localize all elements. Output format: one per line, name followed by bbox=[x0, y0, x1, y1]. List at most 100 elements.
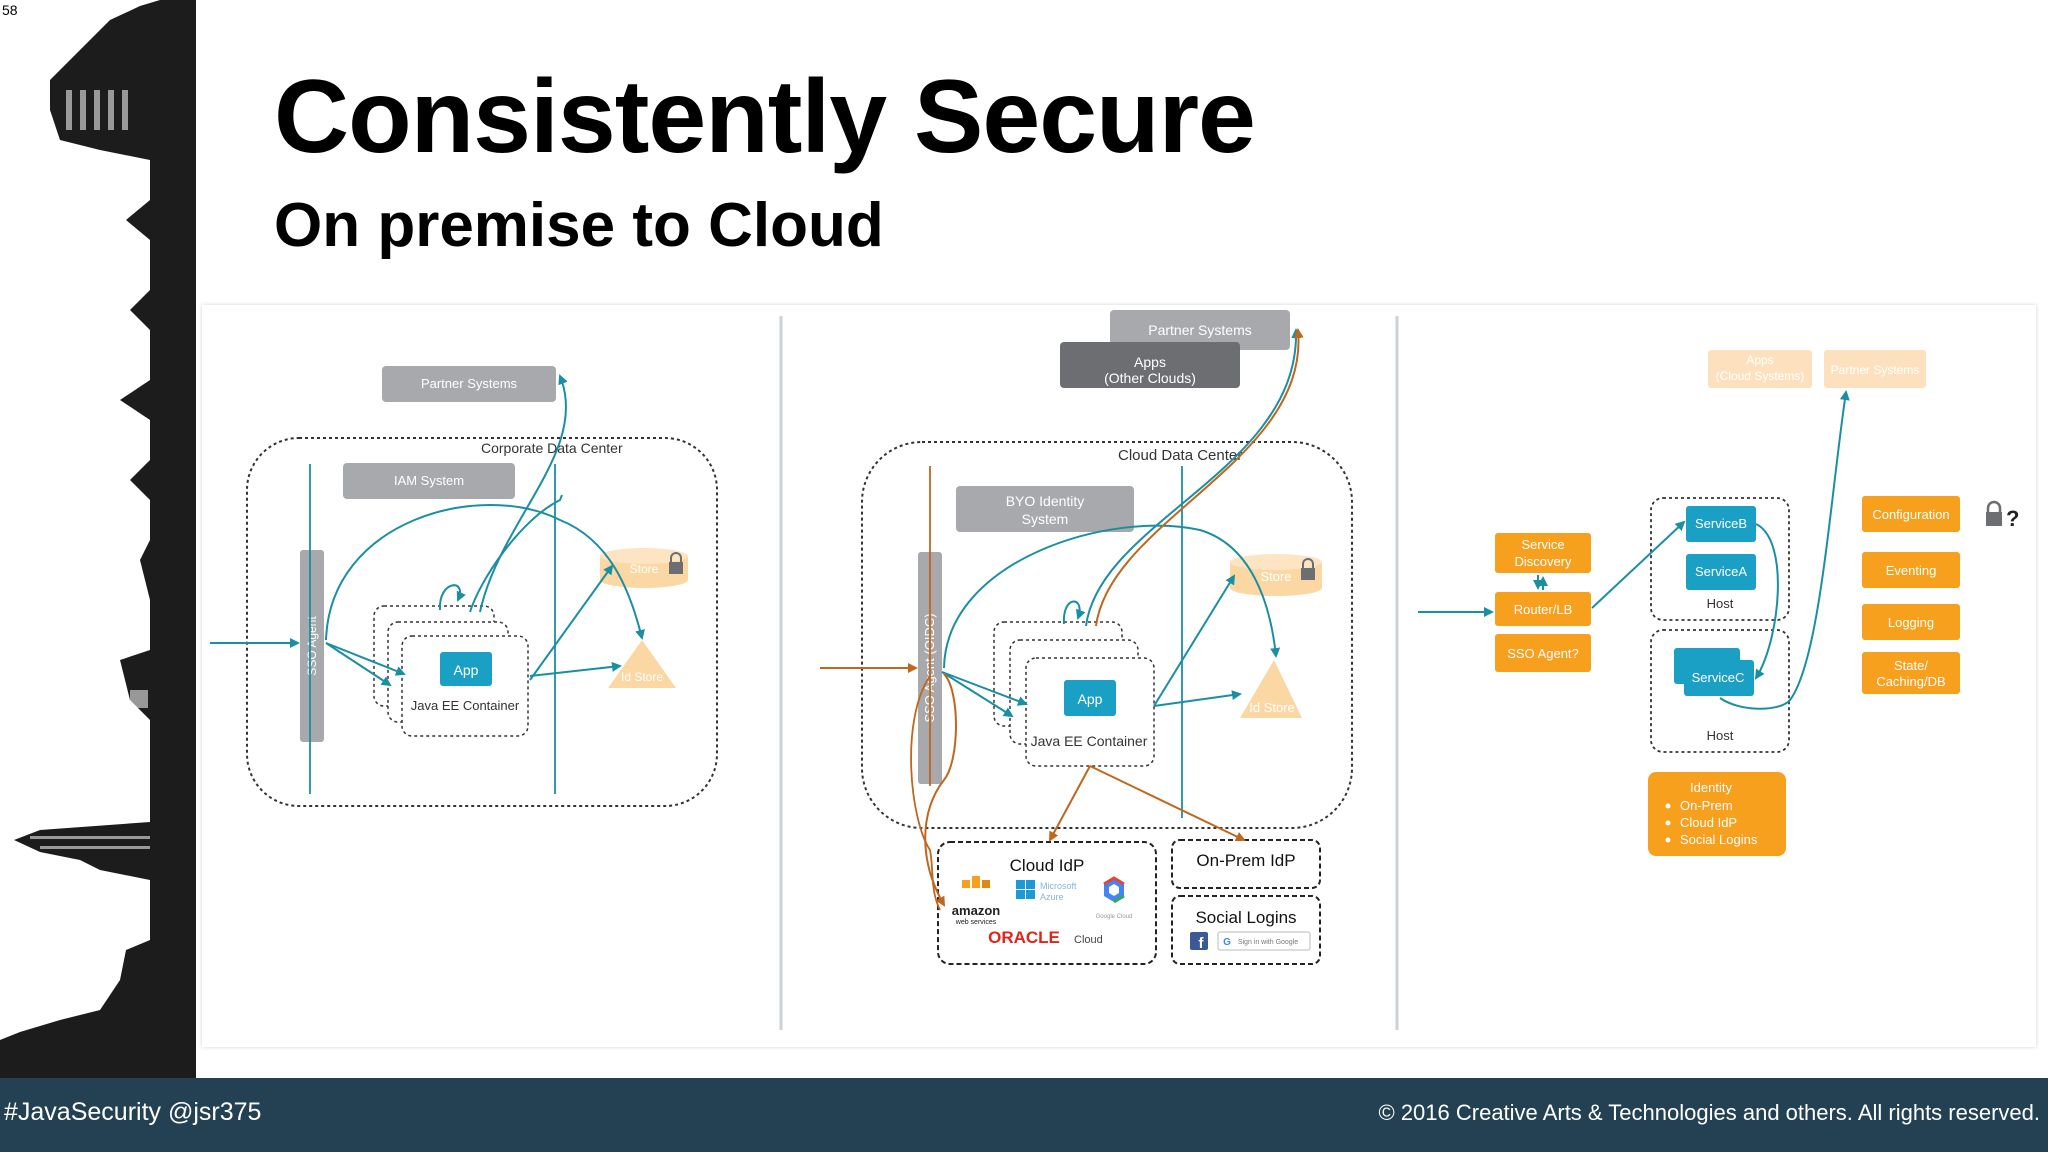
iam-system-box bbox=[343, 463, 515, 499]
panel-cloud: Cloud Data Center Partner Systems Apps (… bbox=[820, 310, 1353, 965]
social-logins-label: Social Logins bbox=[1195, 908, 1296, 927]
corporate-data-center-label: Corporate Data Center bbox=[481, 440, 623, 456]
byo-label-1: BYO Identity bbox=[1006, 493, 1085, 509]
store-label-2: Store bbox=[1260, 569, 1291, 584]
identity-item-2: Cloud IdP bbox=[1680, 815, 1737, 830]
configuration-label: Configuration bbox=[1872, 507, 1949, 522]
sso-agent-bar bbox=[300, 550, 324, 742]
router-lb-label: Router/LB bbox=[1514, 602, 1573, 617]
svg-text:G: G bbox=[1223, 937, 1231, 948]
facebook-icon: f bbox=[1190, 932, 1208, 952]
apps-cloud-label-1: Apps bbox=[1746, 353, 1773, 367]
identity-title: Identity bbox=[1690, 780, 1732, 795]
sso-agent-label: SSO Agent bbox=[305, 616, 319, 676]
app-box-2 bbox=[1064, 680, 1116, 716]
partner-systems-label-3: Partner Systems bbox=[1831, 363, 1920, 377]
cloud-data-center-label: Cloud Data Center bbox=[1118, 447, 1242, 464]
sso-agent-box-3 bbox=[1495, 634, 1591, 672]
panel-microservices: Apps (Cloud Systems) Partner Systems Ser… bbox=[1418, 350, 2019, 856]
byo-label-2: System bbox=[1022, 511, 1069, 527]
identity-box bbox=[1648, 772, 1786, 856]
footer-bar: #JavaSecurity @jsr375 © 2016 Creative Ar… bbox=[0, 1078, 2048, 1152]
host-2-label: Host bbox=[1707, 728, 1734, 743]
apps-label-2: (Other Clouds) bbox=[1104, 370, 1196, 386]
svg-text:Microsoft: Microsoft bbox=[1040, 881, 1077, 891]
apps-label-1: Apps bbox=[1134, 354, 1166, 370]
azure-logo-icon: Microsoft Azure bbox=[1016, 880, 1077, 902]
social-logins-box bbox=[1171, 895, 1321, 965]
skyline-illustration bbox=[0, 0, 196, 1078]
container-label: Java EE Container bbox=[411, 698, 520, 713]
state-label-1: State/ bbox=[1894, 658, 1928, 673]
service-c-label: ServiceC bbox=[1692, 670, 1745, 685]
slide-number: 58 bbox=[2, 2, 18, 18]
host-1-label: Host bbox=[1707, 596, 1734, 611]
partner-systems-box-3 bbox=[1824, 350, 1926, 388]
apps-cloud-systems-box bbox=[1708, 350, 1812, 388]
svg-text:Azure: Azure bbox=[1040, 892, 1064, 902]
on-prem-idp-label: On-Prem IdP bbox=[1196, 851, 1295, 870]
id-store-label-2: Id Store bbox=[1249, 700, 1295, 715]
footer-hashtag: #JavaSecurity @jsr375 bbox=[4, 1098, 262, 1126]
service-a-label: ServiceA bbox=[1695, 564, 1747, 579]
iam-system-label: IAM System bbox=[394, 473, 464, 488]
question-mark: ? bbox=[2006, 506, 2019, 531]
app-label: App bbox=[454, 662, 479, 678]
service-discovery-box bbox=[1495, 533, 1591, 573]
service-b-box bbox=[1686, 506, 1756, 542]
eventing-label: Eventing bbox=[1886, 563, 1937, 578]
cloud-idp-box bbox=[937, 841, 1157, 965]
lock-icon-3 bbox=[1986, 500, 2002, 526]
state-label-2: Caching/DB bbox=[1876, 674, 1945, 689]
logging-box bbox=[1862, 604, 1960, 640]
oracle-logo: ORACLE bbox=[988, 928, 1060, 947]
lock-icon-2 bbox=[1301, 558, 1315, 580]
configuration-box bbox=[1862, 496, 1960, 532]
oracle-cloud-label: Cloud bbox=[1074, 934, 1103, 946]
on-prem-idp-box bbox=[1171, 839, 1321, 889]
partner-systems-label-2: Partner Systems bbox=[1148, 322, 1251, 338]
cloud-idp-label: Cloud IdP bbox=[1010, 856, 1085, 875]
id-store-triangle-2 bbox=[1240, 660, 1302, 718]
sso-agent-label-3: SSO Agent? bbox=[1507, 646, 1579, 661]
corporate-data-center-boundary bbox=[246, 437, 718, 807]
panel-on-premise: Corporate Data Center Partner Systems IA… bbox=[210, 366, 718, 807]
apps-cloud-label-2: (Cloud Systems) bbox=[1716, 369, 1805, 383]
partner-systems-label: Partner Systems bbox=[421, 376, 518, 391]
partner-systems-box-2 bbox=[1110, 310, 1290, 350]
svg-text:f: f bbox=[1199, 935, 1205, 952]
partner-systems-box bbox=[382, 366, 556, 402]
lock-icon bbox=[669, 552, 683, 574]
store-label: Store bbox=[630, 562, 659, 576]
apps-other-clouds-box bbox=[1060, 342, 1240, 388]
footer-copyright: © 2016 Creative Arts & Technologies and … bbox=[1378, 1100, 2041, 1125]
logging-label: Logging bbox=[1888, 615, 1934, 630]
service-discovery-label-2: Discovery bbox=[1514, 554, 1572, 569]
byo-identity-box bbox=[956, 486, 1134, 532]
svg-text:amazon: amazon bbox=[952, 903, 1000, 918]
identity-item-3: Social Logins bbox=[1680, 832, 1758, 847]
cloud-data-center-boundary bbox=[861, 441, 1353, 829]
app-label-2: App bbox=[1078, 691, 1103, 707]
slide-subtitle: On premise to Cloud bbox=[274, 191, 884, 260]
google-cloud-logo-icon: Google Cloud bbox=[1096, 876, 1133, 920]
svg-text:web services: web services bbox=[955, 919, 997, 926]
state-caching-box bbox=[1862, 652, 1960, 694]
aws-logo-icon: amazon web services bbox=[952, 876, 1000, 926]
container-label-2: Java EE Container bbox=[1031, 733, 1148, 749]
svg-text:Sign in with Google: Sign in with Google bbox=[1238, 939, 1298, 946]
service-discovery-label-1: Service bbox=[1521, 537, 1564, 552]
service-c-box bbox=[1684, 660, 1754, 696]
id-store-label: Id Store bbox=[621, 670, 663, 684]
google-signin-button: G Sign in with Google bbox=[1217, 931, 1311, 951]
identity-item-1: On-Prem bbox=[1680, 798, 1733, 813]
svg-text:Google Cloud: Google Cloud bbox=[1096, 914, 1133, 920]
service-b-label: ServiceB bbox=[1695, 516, 1747, 531]
app-box bbox=[440, 652, 492, 686]
router-lb-box bbox=[1495, 592, 1591, 626]
eventing-box bbox=[1862, 552, 1960, 588]
id-store-triangle bbox=[608, 640, 676, 688]
slide-title: Consistently Secure bbox=[274, 59, 1256, 175]
service-a-box bbox=[1686, 554, 1756, 590]
